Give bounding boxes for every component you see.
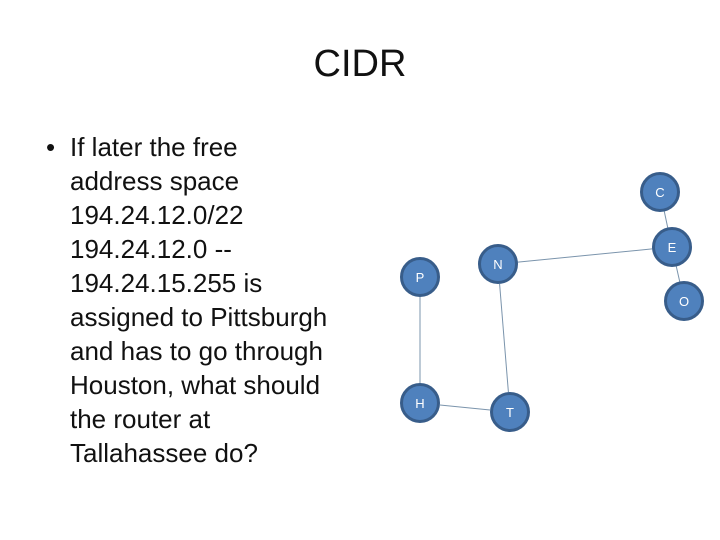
- node-O: O: [664, 281, 704, 321]
- edge-N-T: [499, 283, 509, 393]
- slide-title: CIDR: [313, 43, 407, 85]
- edge-C-E: [663, 211, 669, 228]
- node-N: N: [478, 244, 518, 284]
- node-C: C: [640, 172, 680, 212]
- edge-H-T: [439, 404, 491, 411]
- bullet-item: • If later the free address space 194.24…: [46, 130, 376, 470]
- bullet-marker: •: [46, 132, 56, 162]
- edge-N-E: [517, 248, 653, 263]
- bullet-text: If later the free address space 194.24.1…: [70, 132, 328, 468]
- node-P: P: [400, 257, 440, 297]
- node-E: E: [652, 227, 692, 267]
- edge-E-O: [675, 266, 681, 282]
- node-H: H: [400, 383, 440, 423]
- node-T: T: [490, 392, 530, 432]
